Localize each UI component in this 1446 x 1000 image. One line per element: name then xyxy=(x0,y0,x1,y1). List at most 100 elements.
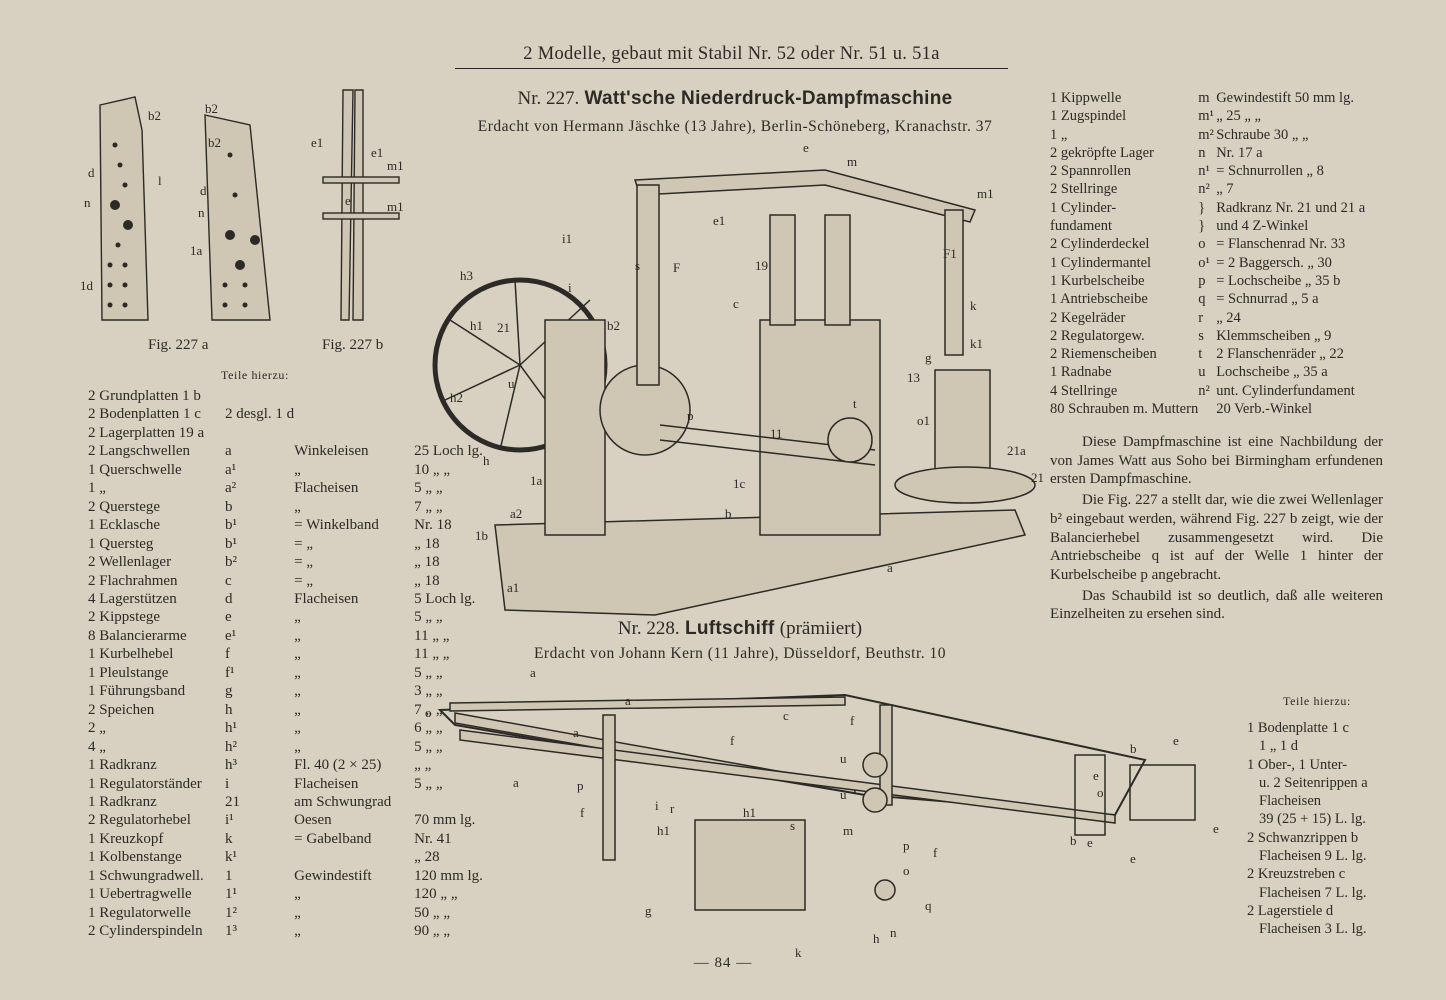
table-cell: g xyxy=(225,683,233,700)
airship-label: a xyxy=(573,725,579,740)
table-cell xyxy=(294,405,414,423)
table-cell: b¹ xyxy=(225,535,237,552)
page-number: — 84 — xyxy=(693,955,753,971)
table-cell: m xyxy=(1198,90,1210,106)
model-228-credit: Erdacht von Johann Kern (11 Jahre), Düss… xyxy=(533,645,947,662)
engine-label: 1c xyxy=(733,476,746,491)
table-cell: m¹ xyxy=(1198,108,1214,125)
engine-label: e1 xyxy=(713,213,725,228)
table-row: 1 Cylinder-}Radkranz Nr. 21 und 21 a xyxy=(1050,199,1398,217)
table-cell: „ 18 xyxy=(414,554,440,571)
table-cell: e xyxy=(225,609,232,626)
airship-label: h xyxy=(873,931,880,946)
table-cell: 1 Regulatorständer xyxy=(88,775,202,792)
table-cell: Fl. 40 (2 × 25) xyxy=(294,757,382,774)
airship-label: o xyxy=(1097,785,1104,800)
engine-label: k1 xyxy=(970,336,983,351)
table-cell: 11 „ „ xyxy=(414,627,450,644)
fig-227a-label: d xyxy=(200,183,207,198)
engine-label: k xyxy=(970,298,977,313)
airship-label: o xyxy=(425,705,432,720)
table-cell: 70 mm lg. xyxy=(414,812,476,829)
table-cell xyxy=(294,848,414,866)
table-cell: 2 Regulatorgew. xyxy=(1050,327,1145,344)
engine-label: m1 xyxy=(977,186,994,201)
table-cell: „ xyxy=(294,683,301,700)
airship-label: i xyxy=(655,798,659,813)
table-cell: = Winkelband xyxy=(294,517,379,534)
list-item: Flacheisen xyxy=(1259,793,1322,810)
table-cell: „ xyxy=(294,461,301,478)
table-cell: unt. Cylinderfundament xyxy=(1216,382,1355,399)
table-cell: i¹ xyxy=(225,812,234,829)
table-cell: 1 Radkranz xyxy=(88,793,157,810)
table-cell: „ 28 xyxy=(414,849,440,866)
engine-label: e xyxy=(803,140,809,155)
table-cell: 2 Cylinderdeckel xyxy=(1050,236,1150,253)
table-cell: 1 Kurbelhebel xyxy=(88,646,174,663)
table-cell: „ xyxy=(294,738,301,755)
engine-label: 21 xyxy=(1031,470,1044,485)
table-cell: 1 Uebertragwelle xyxy=(88,886,192,903)
table-cell: 2 Riemenscheiben xyxy=(1050,346,1157,363)
header-rule xyxy=(455,68,1008,69)
table-cell: 1 xyxy=(225,867,233,884)
engine-label: 21 xyxy=(497,320,510,335)
table-cell: und 4 Z-Winkel xyxy=(1216,218,1309,235)
table-cell: k xyxy=(225,830,233,847)
table-cell: 1 Schwungradwell. xyxy=(88,867,204,884)
table-cell: „ xyxy=(294,720,301,737)
airship-label: a xyxy=(513,775,519,790)
engine-label: t xyxy=(853,396,857,411)
engine-label: p xyxy=(687,408,694,423)
table-cell: 1 Quersteg xyxy=(88,535,154,552)
engine-label: a xyxy=(887,560,893,575)
airship-label: k xyxy=(795,945,802,960)
engine-label: 1a xyxy=(530,473,543,488)
table-cell: n xyxy=(1198,144,1206,161)
table-cell: 2 Stellringe xyxy=(1050,181,1118,198)
table-cell: 5 „ „ xyxy=(414,664,443,681)
table-cell: 4 Stellringe xyxy=(1050,382,1118,399)
engine-label: o1 xyxy=(917,413,930,428)
table-cell: 1 Führungsband xyxy=(88,683,186,700)
model-227-name: Watt'sche Niederdruck-Dampfmaschine xyxy=(584,88,953,109)
table-cell: h³ xyxy=(225,757,237,774)
table-cell: 2 Cylinderspindeln xyxy=(88,923,203,940)
table-cell: 1 Cylindermantel xyxy=(1050,254,1152,271)
table-cell xyxy=(1198,400,1216,418)
table-cell: 2 Lagerplatten 19 a xyxy=(88,424,205,441)
table-cell xyxy=(294,387,414,405)
table-cell: u xyxy=(1198,364,1206,381)
table-cell: 4 „ xyxy=(88,738,106,755)
engine-label: m xyxy=(847,154,857,169)
table-cell: „ 18 xyxy=(414,572,440,589)
engine-label: g xyxy=(925,350,932,365)
model-227-description: Diese Dampfmaschine ist eine Nachbildung… xyxy=(1050,433,1383,624)
fig-227a-label: 1a xyxy=(190,243,203,258)
airship-label: m xyxy=(843,823,853,838)
fig-227a-label: l xyxy=(158,173,162,188)
engine-label: h2 xyxy=(450,390,463,405)
fig-227a-label: b2 xyxy=(208,135,221,150)
airship-label: e xyxy=(1093,768,1099,783)
table-cell: n¹ xyxy=(1198,163,1210,180)
table-cell: 1 Cylinder- xyxy=(1050,199,1117,216)
steam-engine-illustration: e m m1 e1 i1 i s F 19 F1 k h3 h1 21 b2 c… xyxy=(432,140,1044,616)
